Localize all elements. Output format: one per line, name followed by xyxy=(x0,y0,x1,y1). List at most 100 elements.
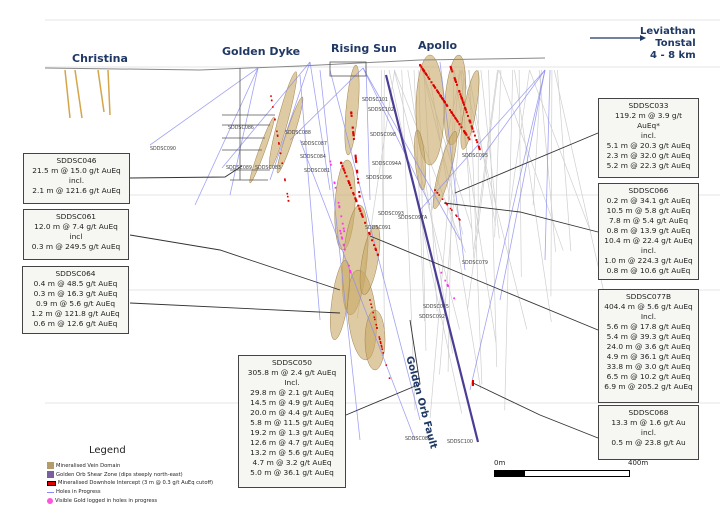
mineralised-intercept xyxy=(451,70,454,73)
callout-leader-line xyxy=(129,234,341,291)
legend-swatch-square-icon xyxy=(47,471,54,478)
mineralised-vein-domain xyxy=(460,70,480,150)
area-label-golden-dyke: Golden Dyke xyxy=(222,45,301,58)
legend-item: Holes in Progress xyxy=(47,489,101,495)
mineralised-intercept xyxy=(455,81,458,84)
historic-drill-hole xyxy=(407,69,453,354)
visible-gold xyxy=(337,201,340,204)
legend-label: Mineralised Downhole Intercept (3 m @ 0.… xyxy=(58,480,214,486)
mineralised-intercept xyxy=(352,192,355,195)
intercept-line: 0.6 m @ 12.6 g/t AuEq xyxy=(33,319,118,328)
historic-drill-hole xyxy=(480,69,500,239)
intercept-line: 0.5 m @ 23.8 g/t Au xyxy=(611,438,686,447)
area-label-rising-sun: Rising Sun xyxy=(331,42,397,55)
mineralised-intercept xyxy=(454,117,457,120)
intercept-line: 13.2 m @ 5.6 g/t AuEq xyxy=(250,448,334,457)
mineralised-intercept xyxy=(357,204,360,207)
hole-in-progress xyxy=(229,67,259,196)
intercept-line: 5.8 m @ 11.5 g/t AuEq xyxy=(250,418,334,427)
drill-hole-label: SDDSC082 xyxy=(405,437,431,442)
visible-gold xyxy=(338,206,341,209)
christina-drill-hole xyxy=(74,69,83,119)
mineralised-intercept xyxy=(375,249,378,252)
mineralised-intercept xyxy=(438,194,440,196)
mineralised-intercept xyxy=(276,134,279,137)
intercept-line: 2.3 m @ 32.0 g/t AuEq xyxy=(606,151,691,160)
intercept-line: 0.8 m @ 13.9 g/t AuEq xyxy=(606,226,691,235)
golden-orb-fault-line xyxy=(384,74,480,443)
drill-hole-label: SDDSC095 xyxy=(462,154,488,159)
visible-gold xyxy=(333,181,336,184)
mineralised-intercept xyxy=(373,316,376,319)
legend-label: Mineralised Vein Domain xyxy=(56,462,121,469)
visible-gold xyxy=(446,283,449,286)
mineralised-intercept xyxy=(458,123,461,126)
intercept-hole-id: SDDSC066 xyxy=(628,186,669,195)
mineralised-intercept xyxy=(287,200,290,202)
mineralised-intercept xyxy=(376,253,379,256)
mineralised-intercept xyxy=(354,197,357,200)
intercept-line: incl. xyxy=(640,246,657,255)
intercept-line: 6.5 m @ 10.2 g/t AuEq xyxy=(606,372,691,381)
intercept-line: 119.2 m @ 3.9 g/t xyxy=(615,111,682,120)
mineralised-intercept xyxy=(378,336,381,338)
mineralised-intercept xyxy=(452,114,455,117)
mineralised-intercept xyxy=(469,121,472,124)
visible-gold xyxy=(349,271,352,274)
mineralised-intercept xyxy=(462,101,465,104)
callout-leader-line xyxy=(129,302,341,314)
intercept-line: 4.9 m @ 36.1 g/t AuEq xyxy=(606,352,691,361)
mineralised-intercept xyxy=(284,179,286,182)
mineralised-intercept xyxy=(446,203,448,206)
mineralised-intercept xyxy=(455,83,458,86)
mineralised-intercept xyxy=(270,99,273,102)
hole-in-progress xyxy=(309,61,331,191)
mineralised-intercept xyxy=(270,95,272,97)
mineralised-intercept xyxy=(449,109,452,112)
mineralised-intercept xyxy=(341,165,344,168)
intercept-line: 21.5 m @ 15.0 g/t AuEq xyxy=(32,166,121,175)
mineralised-intercept xyxy=(450,111,453,114)
mineralised-intercept xyxy=(354,157,357,160)
mineralised-intercept xyxy=(355,200,358,203)
mineralised-intercept xyxy=(352,131,355,134)
intercept-line: incl. xyxy=(68,176,85,185)
mineralised-vein-domain xyxy=(415,54,445,166)
drill-hole-label: SDDSC098 xyxy=(370,133,396,138)
mineralised-intercept xyxy=(455,214,457,217)
mineralised-intercept xyxy=(432,84,435,87)
mineralised-intercept xyxy=(443,101,446,104)
drill-hole-label: SDDSC083 xyxy=(255,166,281,171)
mineralised-intercept xyxy=(471,126,474,129)
callout-leader-line xyxy=(454,132,599,194)
intercept-line: 0.8 m @ 10.6 g/t AuEq xyxy=(606,266,691,275)
mineralised-intercept xyxy=(370,303,372,306)
mineralised-intercept xyxy=(380,346,383,348)
mineralised-intercept xyxy=(350,114,353,117)
intercept-hole-id: SDDSC033 xyxy=(628,101,669,110)
mineralised-intercept xyxy=(436,90,439,93)
mineralised-intercept xyxy=(278,143,280,145)
callout-leader-line xyxy=(345,319,421,416)
visible-gold xyxy=(342,244,345,247)
hole-in-progress xyxy=(479,69,546,161)
intercept-line: 7.8 m @ 5.4 g/t AuEq xyxy=(608,216,689,225)
mineralised-intercept xyxy=(464,107,467,110)
mineralised-intercept xyxy=(350,186,353,189)
drill-hole-label: SDDSC084 xyxy=(300,155,326,160)
historic-drill-hole xyxy=(514,69,552,323)
mineralised-intercept xyxy=(477,145,480,148)
visible-gold xyxy=(334,186,337,189)
intercept-line: 6.9 m @ 205.2 g/t AuEq xyxy=(604,382,693,391)
topographic-surface xyxy=(44,57,546,71)
hole-in-progress xyxy=(469,69,546,391)
christina-drill-hole xyxy=(64,69,71,119)
drill-hole-label: SDDSC091 xyxy=(365,226,391,231)
mineralised-intercept xyxy=(455,119,458,122)
mineralised-intercept xyxy=(440,96,443,99)
visible-gold xyxy=(444,279,447,282)
drill-hole-label: SDDSC086 xyxy=(228,126,254,131)
intercept-line: 404.4 m @ 5.6 g/t AuEq xyxy=(604,302,693,311)
